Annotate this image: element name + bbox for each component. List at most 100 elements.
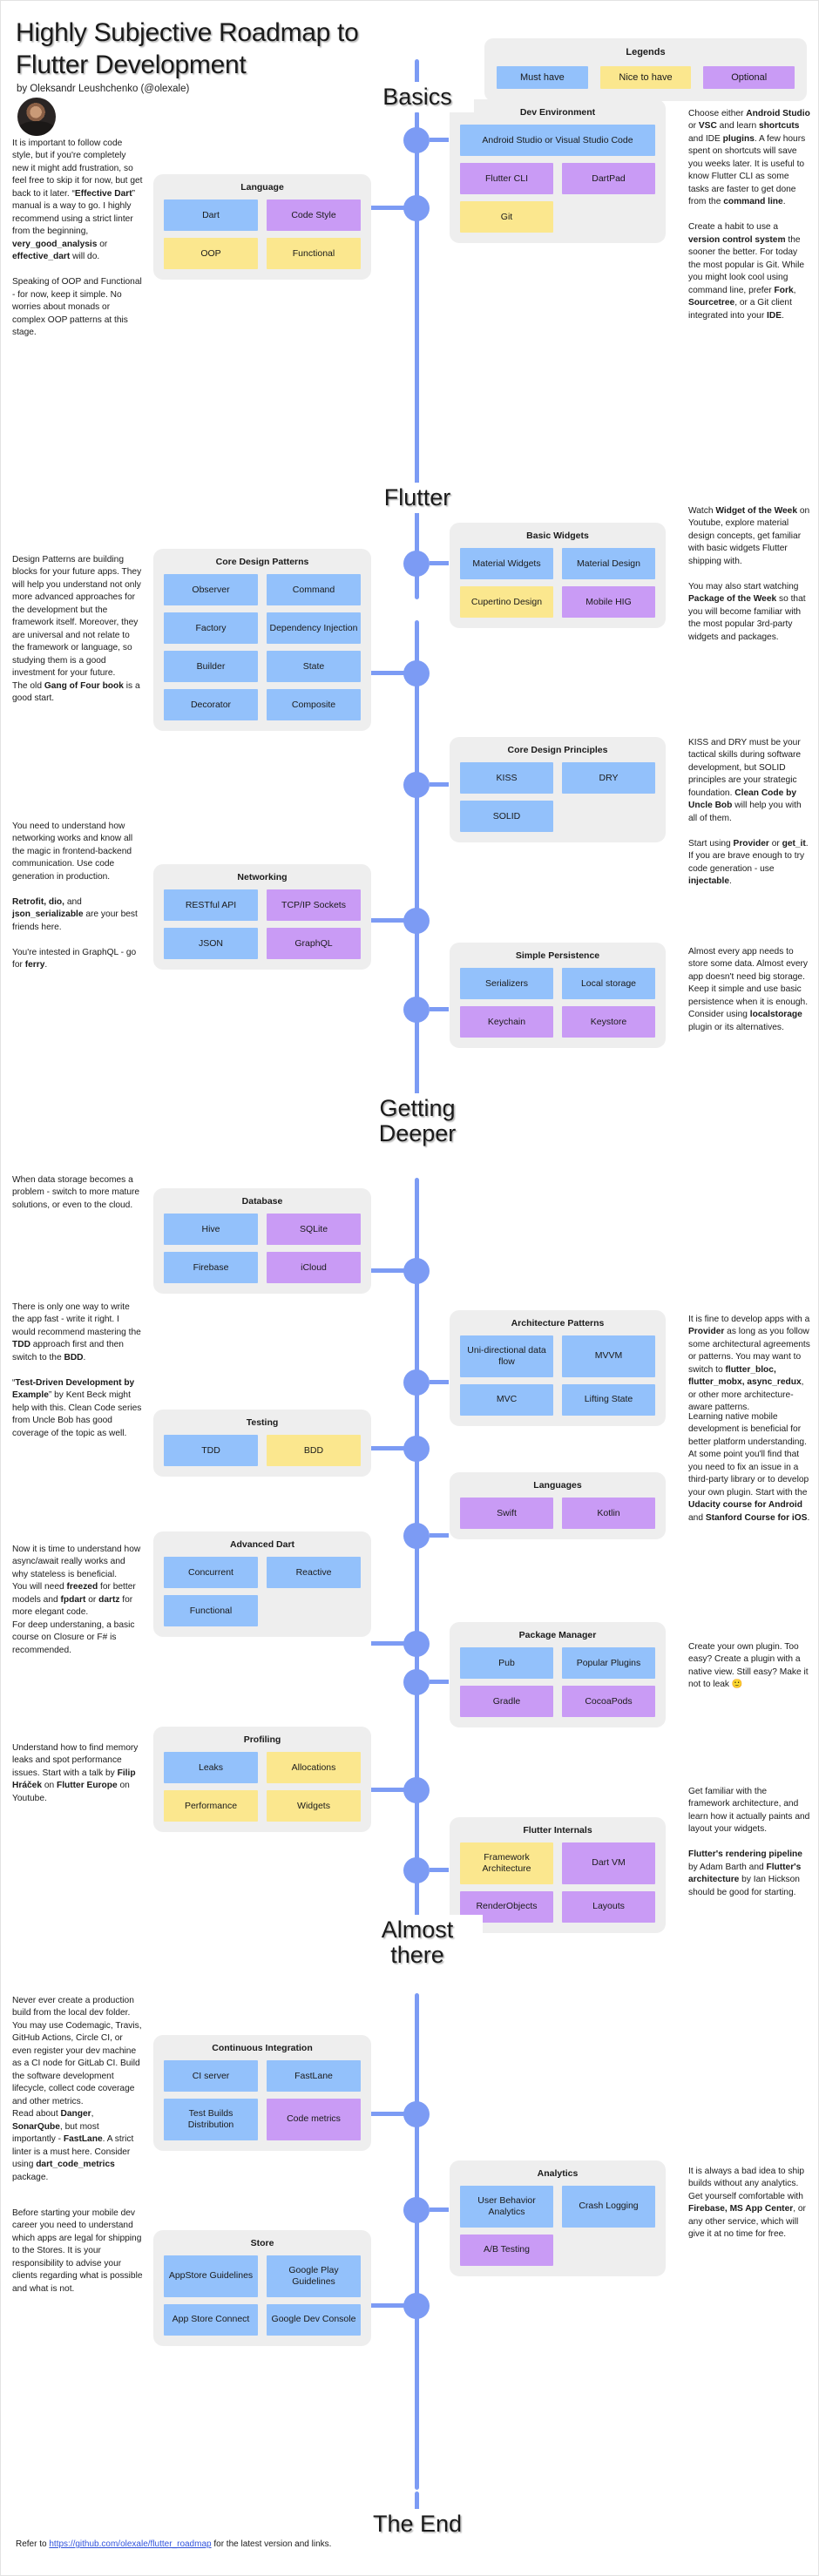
timeline-node-core-design-patterns [403,660,430,686]
item-cocoapods[interactable]: CocoaPods [562,1686,655,1717]
card-items-database: Hive SQLite Firebase iCloud [164,1214,361,1283]
item-json[interactable]: JSON [164,928,258,959]
item-dry[interactable]: DRY [562,762,655,794]
item-cupertino-design[interactable]: Cupertino Design [460,586,553,618]
connector-languages [430,1533,449,1538]
item-gradle[interactable]: Gradle [460,1686,553,1717]
item-dart-vm[interactable]: Dart VM [562,1842,655,1884]
item-code-style[interactable]: Code Style [267,199,361,231]
item-factory[interactable]: Factory [164,612,258,644]
item-keychain[interactable]: Keychain [460,1006,553,1038]
item-google-play-guidelines[interactable]: Google Play Guidelines [267,2255,361,2297]
connector-analytics [430,2208,449,2212]
item-material-widgets[interactable]: Material Widgets [460,548,553,579]
connector-flutter-internals [430,1868,449,1872]
item-tcp-ip-sockets[interactable]: TCP/IP Sockets [267,889,361,921]
item-functional-dart[interactable]: Functional [164,1595,258,1626]
item-pub[interactable]: Pub [460,1647,553,1679]
card-items-core-design-principles: KISS DRY SOLID [460,762,655,832]
timeline-node-networking [403,908,430,934]
item-material-design[interactable]: Material Design [562,548,655,579]
item-dependency-injection[interactable]: Dependency Injection [267,612,361,644]
card-items-simple-persistence: Serializers Local storage Keychain Keyst… [460,968,655,1038]
legends-panel: Legends Must have Nice to have Optional [484,38,807,101]
card-items-architecture-patterns: Uni-directional data flow MVVM MVC Lifti… [460,1335,655,1416]
card-title-flutter-internals: Flutter Internals [523,1825,592,1836]
item-reactive[interactable]: Reactive [267,1557,361,1588]
item-hive[interactable]: Hive [164,1214,258,1245]
item-android-studio-vscode[interactable]: Android Studio or Visual Studio Code [460,125,655,156]
item-kotlin[interactable]: Kotlin [562,1498,655,1529]
item-ci-server[interactable]: CI server [164,2060,258,2092]
item-firebase[interactable]: Firebase [164,1252,258,1283]
item-crash-logging[interactable]: Crash Logging [562,2186,655,2228]
item-decorator[interactable]: Decorator [164,689,258,720]
item-composite[interactable]: Composite [267,689,361,720]
item-ab-testing[interactable]: A/B Testing [460,2234,553,2266]
card-items-languages: Swift Kotlin [460,1498,655,1529]
item-sqlite[interactable]: SQLite [267,1214,361,1245]
item-graphql[interactable]: GraphQL [267,928,361,959]
connector-dev-environment [430,138,449,142]
card-title-core-design-patterns: Core Design Patterns [215,557,309,567]
item-keystore[interactable]: Keystore [562,1006,655,1038]
item-app-store-connect[interactable]: App Store Connect [164,2303,258,2336]
item-fastlane[interactable]: FastLane [267,2060,361,2092]
item-performance[interactable]: Performance [164,1790,258,1822]
connector-architecture-patterns [430,1380,449,1384]
item-concurrent[interactable]: Concurrent [164,1557,258,1588]
card-store: Store AppStore Guidelines Google Play Gu… [153,2230,371,2346]
item-oop[interactable]: OOP [164,238,258,269]
item-popular-plugins[interactable]: Popular Plugins [562,1647,655,1679]
item-allocations[interactable]: Allocations [267,1752,361,1783]
card-title-architecture-patterns: Architecture Patterns [511,1318,605,1329]
card-basic-widgets: Basic Widgets Material Widgets Material … [450,523,666,628]
item-restful-api[interactable]: RESTful API [164,889,258,921]
timeline-node-testing [403,1436,430,1462]
timeline-node-profiling [403,1777,430,1803]
item-code-metrics[interactable]: Code metrics [267,2099,361,2140]
item-command[interactable]: Command [267,574,361,605]
item-widgets[interactable]: Widgets [267,1790,361,1822]
item-kiss[interactable]: KISS [460,762,553,794]
item-solid[interactable]: SOLID [460,801,553,832]
item-flutter-cli[interactable]: Flutter CLI [460,163,553,194]
item-lifting-state[interactable]: Lifting State [562,1383,655,1416]
item-state[interactable]: State [267,651,361,682]
item-layouts[interactable]: Layouts [562,1890,655,1923]
card-title-languages: Languages [533,1480,582,1491]
item-dart[interactable]: Dart [164,199,258,231]
connector-package-manager [430,1680,449,1684]
card-items-flutter-internals: Framework Architecture Dart VM RenderObj… [460,1842,655,1923]
item-local-storage[interactable]: Local storage [562,968,655,999]
item-uni-directional-data-flow[interactable]: Uni-directional data flow [460,1335,553,1377]
item-dartpad[interactable]: DartPad [562,163,655,194]
item-mvvm[interactable]: MVVM [562,1335,655,1377]
item-bdd[interactable]: BDD [267,1435,361,1466]
item-git[interactable]: Git [460,201,553,233]
milestone-the-end: The End [343,2509,491,2540]
item-tdd[interactable]: TDD [164,1435,258,1466]
item-appstore-guidelines[interactable]: AppStore Guidelines [164,2255,258,2297]
item-framework-architecture[interactable]: Framework Architecture [460,1842,553,1884]
item-leaks[interactable]: Leaks [164,1752,258,1783]
connector-language [371,206,404,210]
connector-profiling [371,1788,404,1792]
footer-link[interactable]: https://github.com/olexale/flutter_roadm… [49,2539,212,2549]
item-test-builds-distribution[interactable]: Test Builds Distribution [164,2099,258,2140]
connector-simple-persistence [430,1007,449,1011]
card-items-analytics: User Behavior Analytics Crash Logging A/… [460,2186,655,2266]
item-google-dev-console[interactable]: Google Dev Console [267,2303,361,2336]
item-mobile-hig[interactable]: Mobile HIG [562,586,655,618]
item-user-behavior-analytics[interactable]: User Behavior Analytics [460,2186,553,2228]
item-swift[interactable]: Swift [460,1498,553,1529]
item-functional-lang[interactable]: Functional [267,238,361,269]
card-items-profiling: Leaks Allocations Performance Widgets [164,1752,361,1822]
item-observer[interactable]: Observer [164,574,258,605]
item-mvc[interactable]: MVC [460,1383,553,1416]
item-builder[interactable]: Builder [164,651,258,682]
item-renderobjects[interactable]: RenderObjects [460,1890,553,1923]
item-icloud[interactable]: iCloud [267,1252,361,1283]
item-serializers[interactable]: Serializers [460,968,553,999]
